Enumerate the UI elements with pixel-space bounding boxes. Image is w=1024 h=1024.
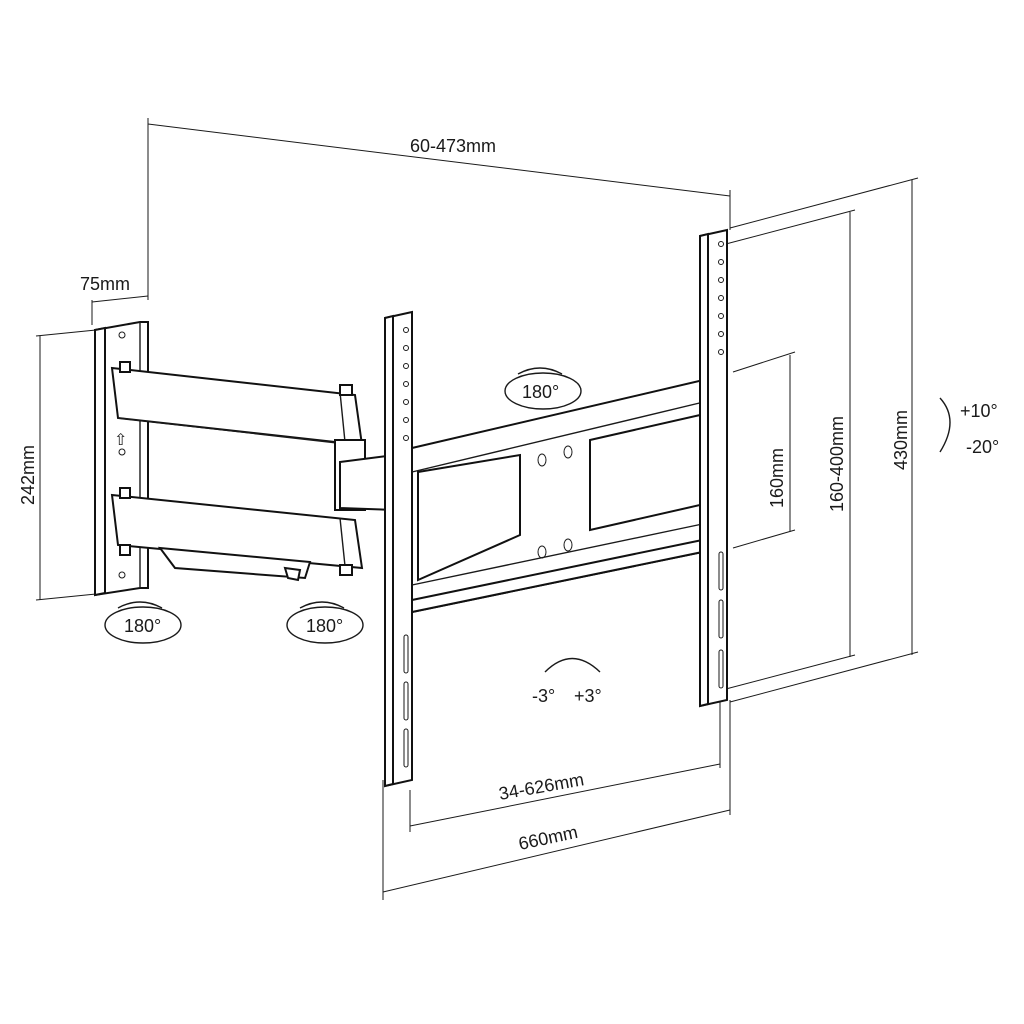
rail-spacing-label: 34-626mm bbox=[497, 769, 585, 804]
left-vertical-rail bbox=[384, 310, 413, 788]
level-arrow-icon bbox=[544, 657, 601, 673]
total-height-dimension: 430mm bbox=[729, 177, 919, 703]
level-plus-label: +3° bbox=[574, 686, 602, 706]
vesa-min-label: 160mm bbox=[767, 448, 787, 508]
level-minus-label: -3° bbox=[532, 686, 555, 706]
tilt-arrow-icon bbox=[939, 397, 951, 453]
tilt-indicator: +10° -20° bbox=[939, 397, 999, 457]
elbow-joint bbox=[334, 439, 396, 512]
total-width-label: 660mm bbox=[517, 822, 580, 854]
head-swivel-label: 180° bbox=[522, 382, 559, 402]
vesa-range-dimension: 160-400mm bbox=[721, 209, 856, 691]
rail-spacing-dimension: 34-626mm bbox=[409, 700, 721, 832]
arm-extension-label: 60-473mm bbox=[410, 136, 496, 156]
level-indicator: -3° +3° bbox=[532, 657, 602, 706]
wall-plate-height-label: 242mm bbox=[18, 445, 38, 505]
rotate-arrow-icon bbox=[299, 601, 345, 609]
wall-plate-depth-dimension: 75mm bbox=[80, 274, 149, 325]
arm-lower-bracket bbox=[157, 546, 312, 582]
up-arrow-icon: ⇧ bbox=[114, 432, 127, 449]
right-vertical-rail bbox=[699, 228, 728, 708]
wall-plate-height-dimension: 242mm bbox=[18, 329, 97, 601]
upper-arm bbox=[110, 361, 364, 447]
tilt-up-label: +10° bbox=[960, 401, 998, 421]
left-rail-holes bbox=[403, 327, 409, 768]
rotate-arrow-icon bbox=[517, 367, 563, 375]
tilt-down-label: -20° bbox=[966, 437, 999, 457]
vesa-range-label: 160-400mm bbox=[827, 416, 847, 512]
arm-swivel-label: 180° bbox=[306, 616, 343, 636]
tv-plate bbox=[411, 376, 713, 614]
wall-plate-depth-label: 75mm bbox=[80, 274, 130, 294]
right-rail-holes bbox=[718, 241, 724, 689]
arm-extension-dimension: 60-473mm bbox=[147, 118, 731, 300]
rotate-arrow-icon bbox=[117, 601, 163, 609]
wall-swivel-label: 180° bbox=[124, 616, 161, 636]
arm-swivel-badge: 180° bbox=[286, 601, 364, 644]
vesa-min-dimension: 160mm bbox=[732, 351, 796, 549]
head-swivel-badge: 180° bbox=[504, 367, 582, 410]
wall-swivel-badge: 180° bbox=[104, 601, 182, 644]
total-width-dimension: 660mm bbox=[382, 700, 731, 900]
total-height-label: 430mm bbox=[891, 410, 911, 470]
